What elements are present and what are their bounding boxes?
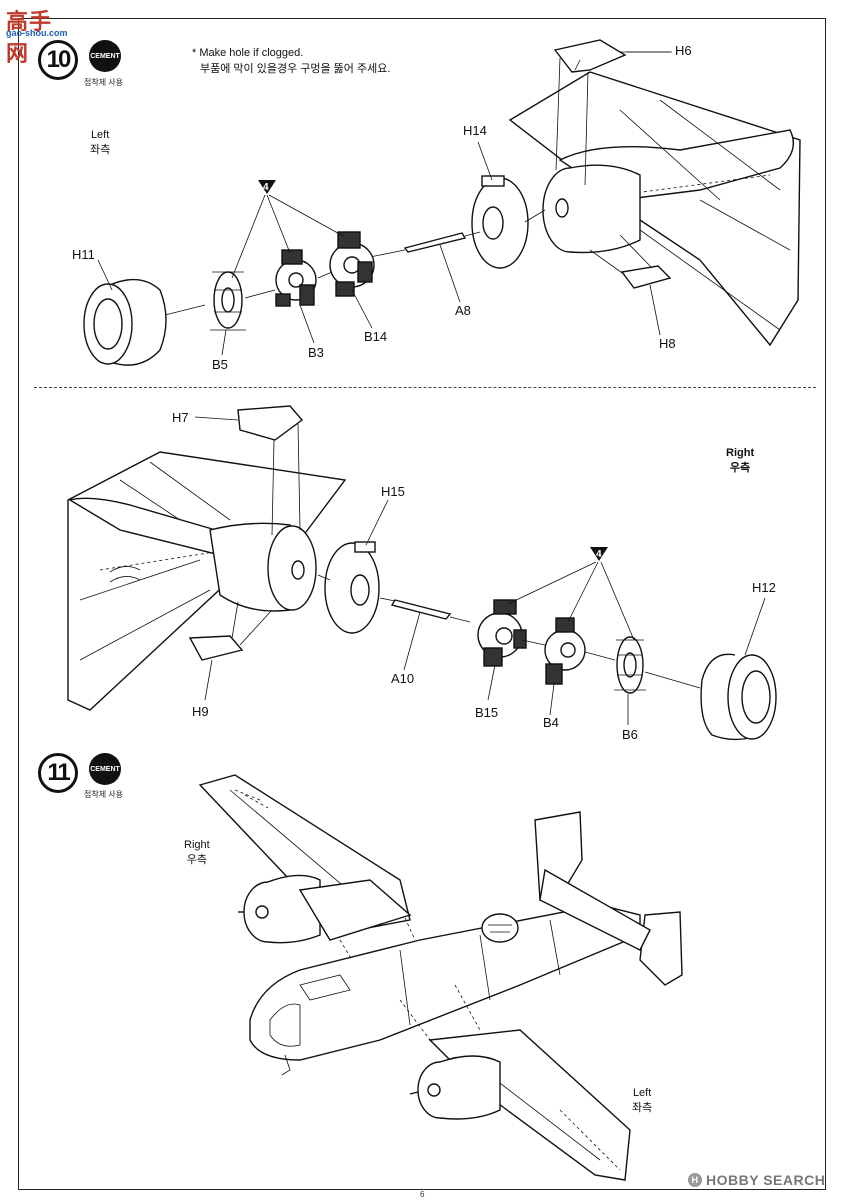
part-label: H7	[172, 410, 189, 425]
part-label: B14	[364, 329, 388, 344]
watermark-logo: 高手网 gao-shou.com	[2, 4, 72, 67]
left-side-kr: 좌측	[90, 144, 111, 156]
cement-icon: CEMENT	[89, 753, 121, 785]
part-label: H6	[675, 43, 692, 58]
callout-number: 4	[263, 182, 269, 193]
watermark-url: gao-shou.com	[6, 28, 68, 38]
note-korean: 부품에 막이 있을경우 구멍을 뚫어 주세요.	[200, 63, 391, 75]
part-label: H14	[463, 123, 487, 138]
part-label: H12	[752, 580, 776, 595]
part-label: H15	[381, 484, 405, 499]
part-label: B6	[622, 727, 638, 742]
cement-icon: CEMENT	[89, 40, 121, 72]
section-divider	[34, 387, 816, 388]
step-11-right-label: Right 우측	[184, 838, 210, 868]
right-side-label: Right 우측	[726, 446, 754, 476]
page-border	[18, 18, 826, 1190]
watermark-text: 高手网	[6, 10, 53, 67]
page-number: 6	[420, 1190, 425, 1199]
note-english: * Make hole if clogged.	[192, 47, 304, 59]
part-label: A10	[391, 671, 415, 686]
cement-label: 접착제 사용	[84, 78, 124, 87]
hobby-search-text: HOBBY SEARCH	[706, 1172, 826, 1188]
cement-label: 접착제 사용	[84, 790, 124, 799]
step-10-number: 10	[38, 40, 78, 80]
callout-number: 4	[596, 549, 602, 560]
part-label: A8	[455, 303, 471, 318]
left-label-kr: 좌측	[632, 1102, 653, 1114]
part-label: H11	[72, 247, 95, 262]
part-label: B3	[308, 345, 324, 360]
part-label: B15	[475, 705, 499, 720]
part-label: H8	[659, 336, 676, 351]
hobby-search-watermark: H HOBBY SEARCH	[688, 1172, 825, 1188]
part-label: H9	[192, 704, 209, 719]
left-side-en: Left	[90, 129, 110, 141]
step-11-number: 11	[38, 753, 78, 793]
right-side-kr: 우측	[729, 462, 751, 474]
left-label-en: Left	[632, 1087, 652, 1099]
part-label: B5	[212, 357, 228, 372]
right-label-kr: 우측	[186, 854, 207, 866]
right-label-en: Right	[184, 839, 210, 851]
hobby-search-icon: H	[688, 1173, 702, 1187]
step-11-left-label: Left 좌측	[632, 1086, 652, 1116]
left-side-label: Left 좌측	[90, 128, 110, 158]
right-side-en: Right	[726, 447, 755, 459]
part-label: B4	[543, 715, 559, 730]
